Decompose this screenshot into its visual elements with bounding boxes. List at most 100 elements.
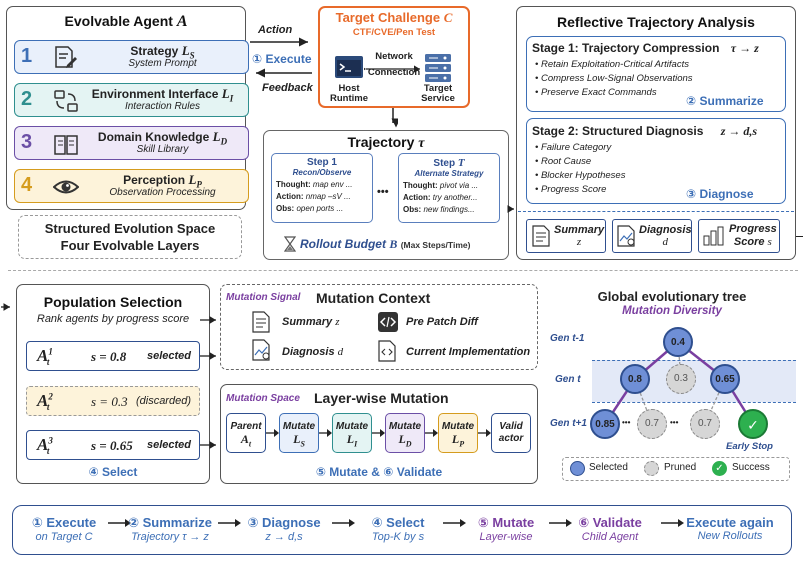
reflective-analysis-panel: [516, 6, 796, 260]
trajectory-step-1: Step 1 Recon/Observe Thought: map env ..…: [271, 153, 373, 223]
layerwise-mutation-title: Layer-wise Mutation: [314, 390, 449, 406]
evolution-space-caption: Structured Evolution Space Four Evolvabl…: [44, 221, 216, 253]
network-connection-arrows: [364, 65, 420, 73]
early-stop-label: Early Stop: [726, 441, 773, 452]
stage2-bullet: • Root Cause: [535, 156, 592, 167]
agent-layer-name: Perception LP: [123, 172, 202, 190]
network-connection-label: Network Connection: [367, 51, 421, 78]
pipeline-arrow: [108, 519, 131, 527]
pipeline-arrow: [443, 519, 466, 527]
agent-layer-number: 1: [21, 45, 33, 67]
stage1-title: Stage 1: Trajectory Compression τ → z: [532, 41, 759, 55]
layerwise-mutation-panel: [220, 384, 538, 484]
gen-label-prev: Gen t-1: [550, 333, 585, 344]
pipeline-arrow: [218, 519, 241, 527]
agent-layer-name: Strategy LS: [130, 43, 195, 61]
eye-icon: [53, 180, 79, 194]
pipeline-arrow: [332, 519, 355, 527]
reflective-analysis-title: Reflective Trajectory Analysis: [557, 14, 755, 30]
open-book-icon: [54, 135, 78, 155]
code-file-icon: [378, 340, 396, 362]
section-separator: [8, 270, 798, 271]
feedback-label: Feedback: [262, 82, 313, 94]
interface-cycle-icon: [54, 90, 78, 112]
code-brackets-icon: [378, 312, 398, 332]
mutate-validate-tag: ⑤ Mutate & ⑥ Validate: [315, 465, 443, 479]
target-challenge-panel: [318, 6, 470, 108]
stage1-bullet: • Compress Low-Signal Observations: [535, 73, 693, 84]
execute-label: ① Execute: [252, 52, 312, 66]
agent-layer-subtitle: Skill Library: [136, 144, 189, 155]
trajectory-to-analysis-arrow: [507, 205, 514, 213]
gen-label-current: Gen t: [555, 374, 581, 385]
gen-divider-2: [592, 402, 796, 403]
host-runtime-icon: [335, 56, 363, 78]
tree-node-gen-t-3: 0.65: [710, 364, 740, 394]
summarize-tag: ② Summarize: [686, 94, 764, 108]
stage2-bullet: • Progress Score: [535, 184, 607, 195]
evolution-space-caption-box: [18, 215, 242, 259]
tree-legend: [562, 457, 790, 481]
pipeline-arrow: [661, 519, 684, 527]
action-label: Action: [258, 24, 293, 36]
stage1-box: [526, 36, 786, 112]
legend-success-swatch: ✓: [712, 461, 727, 476]
agent-layer-name: Environment Interface LI: [91, 86, 234, 104]
diagnosis-chart-icon: [252, 339, 270, 361]
context-summary-label: Summary z: [282, 316, 340, 328]
tree-node-success: ✓: [738, 409, 768, 439]
trajectory-title: Trajectory τ: [347, 134, 425, 151]
tree-node-root: 0.4: [663, 327, 693, 357]
gen-divider-1: [592, 360, 796, 361]
output-diagnosis: Diagnosis d: [612, 219, 692, 253]
document-pen-icon: [55, 46, 77, 68]
agent-challenge-arrows: [250, 37, 312, 78]
tree-node-gen-t-1: 0.8: [620, 364, 650, 394]
output-summary: Summary z: [526, 219, 606, 253]
context-pre-patch-diff-label: Pre Patch Diff: [406, 316, 478, 328]
output-progress-label: Progress Score s: [729, 223, 777, 248]
output-diagnosis-label: Diagnosis d: [639, 224, 692, 248]
target-service-icon: [425, 54, 451, 82]
trajectory-panel: [263, 130, 509, 260]
evolvable-agent-title: Evolvable Agent A: [64, 13, 188, 30]
mutation-signal-label: Mutation Signal: [226, 292, 301, 303]
stage2-bullet: • Failure Category: [535, 142, 612, 153]
agent-layer-name: Domain Knowledge LD: [97, 129, 228, 147]
agent-layer-number: 3: [21, 131, 33, 153]
population-selection-title: Population Selection: [43, 294, 183, 310]
trajectory-ellipsis: •••: [377, 186, 389, 198]
population-agent-2: A2t s = 0.3 (discarded): [26, 386, 200, 416]
continuation-line-right: [796, 236, 803, 237]
agent-layer-subtitle: Interaction Rules: [124, 101, 201, 112]
tree-node-gen-t-2: 0.3: [666, 364, 696, 394]
tree-ellipsis: •••: [670, 418, 679, 427]
context-diagnosis-label: Diagnosis d: [282, 346, 344, 358]
stage1-bullet: • Preserve Exact Commands: [535, 87, 657, 98]
stage2-box: [526, 118, 786, 204]
trajectory-step-t: Step T Alternate Strategy Thought: pivot…: [398, 153, 500, 223]
selection-arrows: [200, 316, 216, 449]
stage2-bullet: • Blocker Hypotheses: [535, 170, 626, 181]
legend-selected-label: Selected: [589, 462, 628, 473]
mutation-flow-arrow: [372, 429, 385, 437]
agent-layer-subtitle: System Prompt: [128, 58, 197, 69]
tree-title: Global evolutionary tree: [597, 289, 747, 304]
pipeline-arrow: [549, 519, 572, 527]
rollout-budget-label: Rollout Budget B (Max Steps/Time): [300, 237, 471, 251]
pipeline-flow-panel: [12, 505, 792, 555]
tree-ellipsis: •••: [622, 418, 631, 427]
output-progress-score: Progress Score s: [698, 219, 780, 253]
mutation-space-label: Mutation Space: [226, 393, 300, 404]
